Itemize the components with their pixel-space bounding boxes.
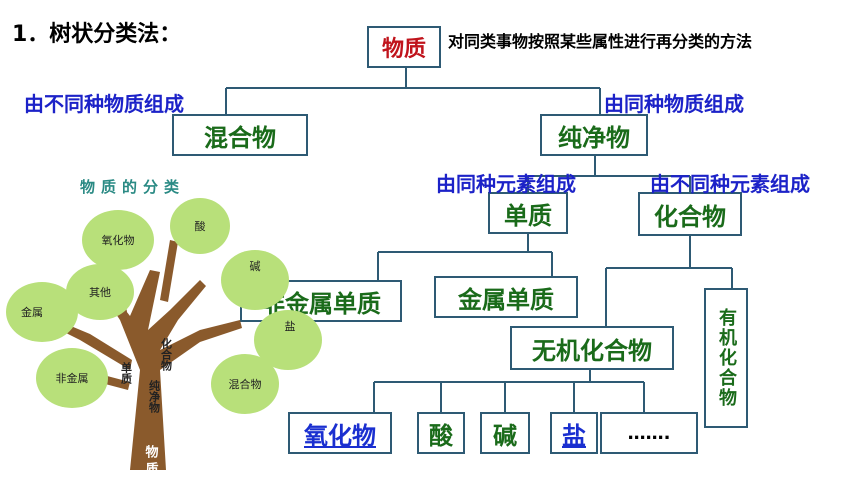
node-pure-substance: 纯净物 [540, 114, 648, 156]
tree-leaf-acid: 酸 [195, 219, 206, 233]
tree-leaf-oxide: 氧化物 [102, 233, 135, 247]
label-same-element: 由同种元素组成 [436, 172, 576, 196]
tree-leaf-other: 其他 [89, 286, 111, 299]
node-matter: 物质 [367, 26, 441, 68]
tree-branch-compound: 化合物 [160, 337, 173, 372]
node-organic-compound: 有机化合物 [704, 288, 748, 428]
label-same-substance: 由同种物质组成 [604, 92, 744, 116]
node-organic-compound-label: 有机化合物 [716, 308, 737, 408]
tree-leaves [6, 198, 322, 414]
node-element-label: 单质 [504, 201, 552, 230]
node-matter-label: 物质 [381, 37, 426, 62]
tree-leaf-salt: 盐 [285, 320, 296, 333]
method-description: 对同类事物按照某些属性进行再分类的方法 [448, 32, 753, 51]
node-mixture: 混合物 [172, 114, 308, 156]
node-compound: 化合物 [638, 192, 742, 236]
tree-heading: 物质的分类 [80, 178, 185, 196]
tree-branch-pure: 纯净物 [148, 379, 161, 414]
tree-branch-element: 单质 [120, 361, 133, 385]
node-oxide: 氧化物 [288, 412, 392, 454]
node-compound-label: 化合物 [654, 202, 726, 231]
node-element: 单质 [488, 192, 568, 234]
tree-leaf-base: 碱 [250, 260, 261, 273]
node-acid-label: 酸 [429, 421, 453, 450]
classification-tree-illustration: 物质的分类 氧化物 酸 碱 其他 金属 盐 非金属 混合物 化合物 单质 纯净物… [6, 178, 322, 479]
node-base: 碱 [480, 412, 530, 454]
node-more: ……. [600, 412, 698, 454]
node-inorganic-compound-label: 无机化合物 [532, 336, 652, 365]
node-acid: 酸 [417, 412, 465, 454]
node-metal-element: 金属单质 [434, 276, 578, 318]
label-different-substances: 由不同种物质组成 [24, 92, 184, 116]
node-inorganic-compound: 无机化合物 [510, 326, 674, 370]
slide-title: 1．树状分类法： [12, 22, 182, 47]
node-base-label: 碱 [493, 421, 517, 450]
node-salt: 盐 [550, 412, 598, 454]
tree-leaf-mixture: 混合物 [229, 377, 262, 391]
tree-leaf-nonmetal: 非金属 [56, 371, 89, 385]
node-pure-substance-label: 纯净物 [558, 123, 630, 152]
tree-trunk-label: 物质 [143, 444, 159, 479]
tree-leaf-metal: 金属 [21, 305, 43, 319]
node-oxide-label: 氧化物 [304, 421, 376, 450]
node-salt-label: 盐 [562, 421, 586, 450]
label-different-elements: 由不同种元素组成 [650, 172, 810, 196]
node-more-label: ……. [627, 422, 671, 444]
node-metal-element-label: 金属单质 [458, 285, 554, 314]
node-mixture-label: 混合物 [204, 123, 276, 152]
